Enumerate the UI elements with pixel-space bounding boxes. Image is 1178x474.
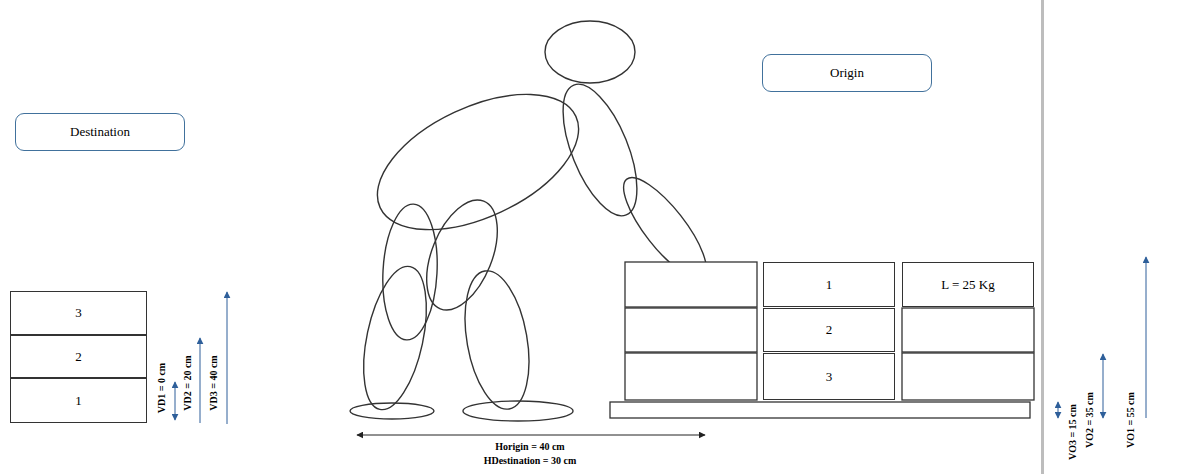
- vertical-dimension-label: VD3 = 40 cm: [208, 355, 220, 410]
- box-text: L = 25 Kg: [941, 277, 994, 293]
- origin-tag: Origin: [762, 54, 932, 92]
- box-text: 1: [75, 393, 82, 409]
- wall: [1041, 0, 1044, 474]
- box-text: Destination: [70, 124, 130, 140]
- stack-box: 3: [10, 291, 147, 335]
- pallet-box: 1: [763, 262, 895, 307]
- box-text: 3: [826, 369, 833, 385]
- vertical-dimension-label: VD1 = 0 cm: [156, 363, 168, 413]
- dimension-arrows: [175, 257, 1146, 424]
- pallet-box: 2: [763, 308, 895, 352]
- plain-boxes: [625, 262, 1034, 400]
- vertical-dimension-label: VO2 = 35 cm: [1084, 392, 1096, 448]
- vertical-dimension-label: VO1 = 55 cm: [1125, 392, 1137, 448]
- vertical-dimension-label: VO3 = 15 cm: [1067, 404, 1079, 460]
- pallet-box: 3: [763, 353, 895, 400]
- box-text: 2: [826, 322, 833, 338]
- stack-box: 1: [10, 378, 147, 423]
- load-box: L = 25 Kg: [902, 262, 1034, 307]
- horizontal-dimension-label: HDestination = 30 cm: [484, 455, 577, 467]
- horizontal-dimension: [357, 435, 705, 436]
- stack-box: 2: [10, 335, 147, 378]
- vertical-dimension-label: VD2 = 20 cm: [182, 355, 194, 410]
- box-text: 1: [826, 277, 833, 293]
- box-text: 2: [75, 349, 82, 365]
- destination-tag: Destination: [15, 113, 185, 151]
- box-text: Origin: [830, 65, 864, 81]
- pallet: [610, 402, 1030, 418]
- horizontal-dimension-label: Horigin = 40 cm: [495, 441, 564, 453]
- box-text: 3: [75, 305, 82, 321]
